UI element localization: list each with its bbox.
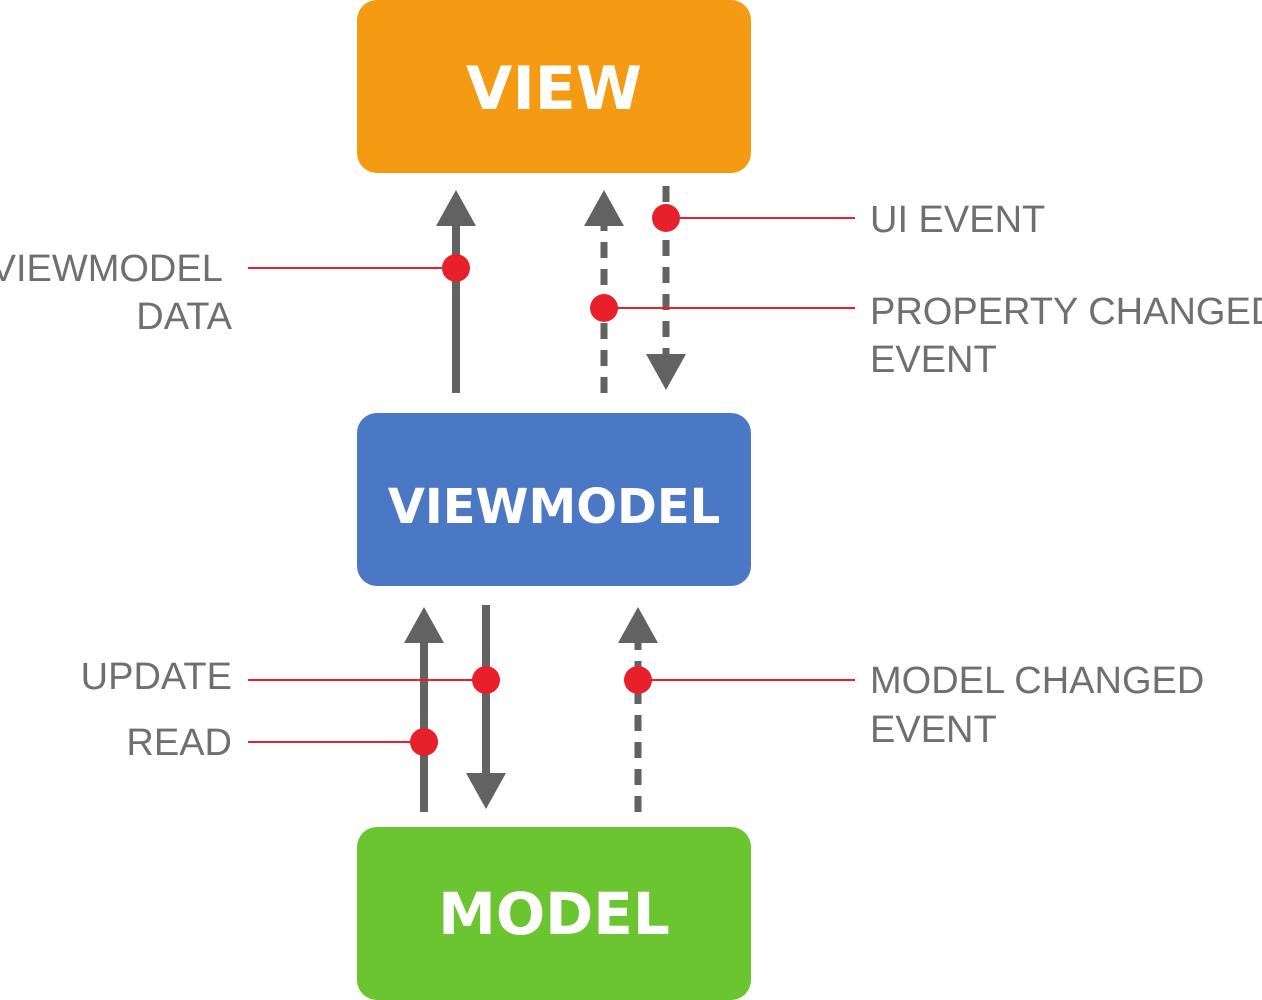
model-changed-arrow-head bbox=[618, 607, 658, 643]
model-changed-arrow bbox=[618, 607, 658, 812]
viewmodel-data-label-line-1: VIEWMODEL bbox=[0, 248, 222, 290]
update-label-line-1: UPDATE bbox=[81, 656, 232, 698]
ui-event-arrow-head bbox=[646, 354, 686, 390]
viewmodel-data-label-line-2: DATA bbox=[136, 296, 232, 338]
model-changed-label-line-2: EVENT bbox=[870, 709, 997, 751]
update-arrow-head bbox=[466, 773, 506, 809]
property-changed-marker bbox=[590, 294, 618, 322]
property-changed-label-line-2: EVENT bbox=[870, 339, 997, 381]
update-label: UPDATE bbox=[81, 656, 232, 698]
ui-event-marker bbox=[652, 204, 680, 232]
property-changed-arrow bbox=[584, 190, 624, 393]
read-marker bbox=[410, 728, 438, 756]
viewmodel-data-label: VIEWMODEL DATA bbox=[0, 248, 233, 338]
model-changed-label: MODEL CHANGED EVENT bbox=[870, 660, 1215, 751]
property-changed-label-line-1: PROPERTY CHANGED bbox=[870, 291, 1262, 333]
property-changed-arrow-head bbox=[584, 190, 624, 226]
read-arrow bbox=[404, 607, 444, 812]
property-changed-label: PROPERTY CHANGED EVENT bbox=[870, 291, 1262, 381]
viewmodel-box: VIEWMODEL bbox=[357, 413, 751, 586]
model-box-label: MODEL bbox=[438, 880, 670, 948]
viewmodel-data-marker bbox=[442, 254, 470, 282]
model-changed-marker bbox=[624, 666, 652, 694]
model-box: MODEL bbox=[357, 827, 751, 1000]
view-box-label: VIEW bbox=[466, 54, 642, 124]
update-arrow bbox=[466, 605, 506, 809]
viewmodel-box-shape bbox=[357, 413, 751, 586]
viewmodel-box-label: VIEWMODEL bbox=[388, 479, 721, 535]
model-changed-label-line-1: MODEL CHANGED bbox=[870, 660, 1204, 702]
viewmodel-data-arrow bbox=[436, 190, 476, 393]
model-box-shape bbox=[357, 827, 751, 1000]
view-box: VIEW bbox=[357, 0, 751, 173]
view-box-shape bbox=[357, 0, 751, 173]
read-label-line-1: READ bbox=[126, 722, 232, 764]
ui-event-label: UI EVENT bbox=[870, 199, 1045, 241]
read-arrow-head bbox=[404, 607, 444, 643]
update-marker bbox=[472, 666, 500, 694]
ui-event-label-line-1: UI EVENT bbox=[870, 199, 1045, 241]
read-label: READ bbox=[126, 722, 232, 764]
viewmodel-data-arrow-head bbox=[436, 190, 476, 226]
